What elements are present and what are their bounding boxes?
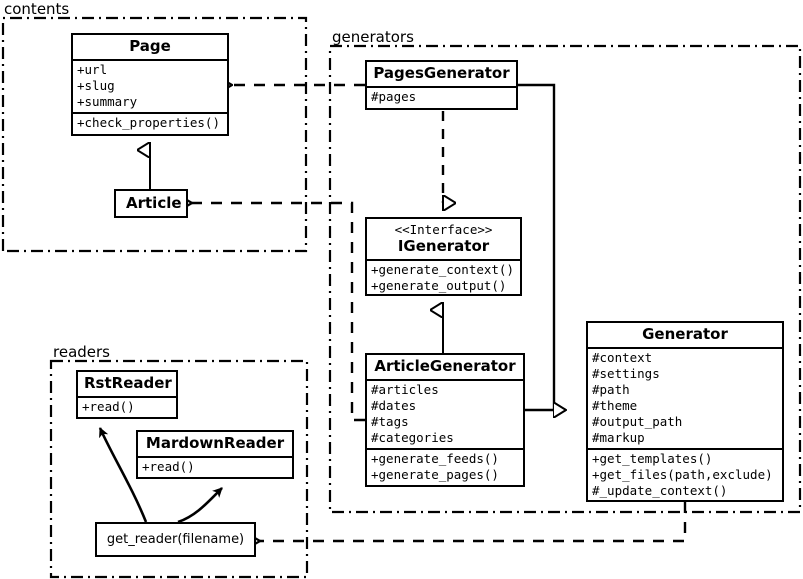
attributes-compartment-articlegenerator: #articles #dates #tags #categories: [367, 378, 523, 448]
attributes-compartment-pagesgenerator: #pages: [367, 85, 516, 107]
edge-articlegenerator-depends-article: [192, 203, 365, 422]
operation-item: +check_properties(): [77, 114, 220, 130]
operations-compartment-page: +check_properties(): [73, 111, 227, 133]
attribute-item: #pages: [371, 88, 417, 104]
attribute-item: +slug: [77, 77, 115, 93]
operation-item: #_update_context(): [592, 482, 728, 498]
operation-item: +get_templates(): [592, 450, 713, 466]
class-box-pagesgenerator[interactable]: PagesGenerator #pages: [365, 60, 518, 110]
package-label-generators: generators: [332, 28, 414, 46]
class-box-generator[interactable]: Generator #context #settings #path #them…: [586, 321, 784, 502]
operations-compartment-mardownreader: +read(): [138, 455, 292, 477]
class-box-rstreader[interactable]: RstReader +read(): [76, 370, 178, 419]
operation-item: +read(): [82, 398, 135, 414]
operation-item: +generate_pages(): [371, 466, 499, 482]
attributes-compartment-page: +url +slug +summary: [73, 58, 227, 112]
class-box-page[interactable]: Page +url +slug +summary +check_properti…: [71, 33, 229, 136]
package-label-contents: contents: [4, 0, 70, 18]
attribute-item: #path: [592, 381, 630, 397]
package-label-readers: readers: [53, 343, 110, 361]
operation-item: +generate_output(): [371, 277, 507, 293]
attribute-item: #categories: [371, 429, 454, 445]
function-box-get-reader[interactable]: get_reader(filename): [95, 522, 256, 557]
operations-compartment-rstreader: +read(): [78, 395, 176, 417]
class-name-article: Article: [126, 194, 182, 212]
attribute-item: #tags: [371, 413, 409, 429]
operations-compartment-articlegenerator: +generate_feeds() +generate_pages(): [367, 447, 523, 485]
attribute-item: #settings: [592, 365, 660, 381]
operation-item: +read(): [142, 458, 195, 474]
attribute-item: #markup: [592, 429, 645, 445]
attribute-item: #context: [592, 349, 653, 365]
class-name-mardownreader: MardownReader: [145, 434, 285, 452]
edge-generator-depends-getreader: [260, 502, 687, 541]
class-box-igenerator[interactable]: <<Interface>> IGenerator +generate_conte…: [365, 217, 522, 296]
function-label-get-reader: get_reader(filename): [106, 532, 245, 547]
class-name-rstreader: RstReader: [84, 374, 172, 392]
operation-item: +get_files(path,exclude): [592, 466, 773, 482]
class-box-mardownreader[interactable]: MardownReader +read(): [136, 430, 294, 479]
class-name-page: Page: [129, 37, 171, 55]
operation-item: +generate_feeds(): [371, 450, 499, 466]
attribute-item: +url: [77, 61, 108, 77]
attribute-item: #theme: [592, 397, 638, 413]
attribute-item: #articles: [371, 381, 439, 397]
operation-item: +generate_context(): [371, 261, 514, 277]
edge-getreader-creates-mardownreader: [177, 487, 223, 524]
attribute-item: #output_path: [592, 413, 683, 429]
class-name-igenerator: IGenerator: [397, 237, 490, 256]
class-box-article[interactable]: Article: [114, 189, 188, 218]
attribute-item: +summary: [77, 93, 138, 109]
operations-compartment-generator: +get_templates() +get_files(path,exclude…: [588, 447, 782, 501]
attribute-item: #dates: [371, 397, 417, 413]
class-name-pagesgenerator: PagesGenerator: [373, 64, 510, 82]
class-name-articlegenerator: ArticleGenerator: [374, 357, 516, 375]
edge-pagesgenerator-inherits-generator: [518, 83, 566, 410]
operations-compartment-igenerator: +generate_context() +generate_output(): [367, 258, 520, 296]
class-stereotype-igenerator: <<Interface>>: [394, 222, 493, 237]
attributes-compartment-generator: #context #settings #path #theme #output_…: [588, 346, 782, 448]
class-name-generator: Generator: [642, 325, 728, 343]
class-box-articlegenerator[interactable]: ArticleGenerator #articles #dates #tags …: [365, 353, 525, 487]
